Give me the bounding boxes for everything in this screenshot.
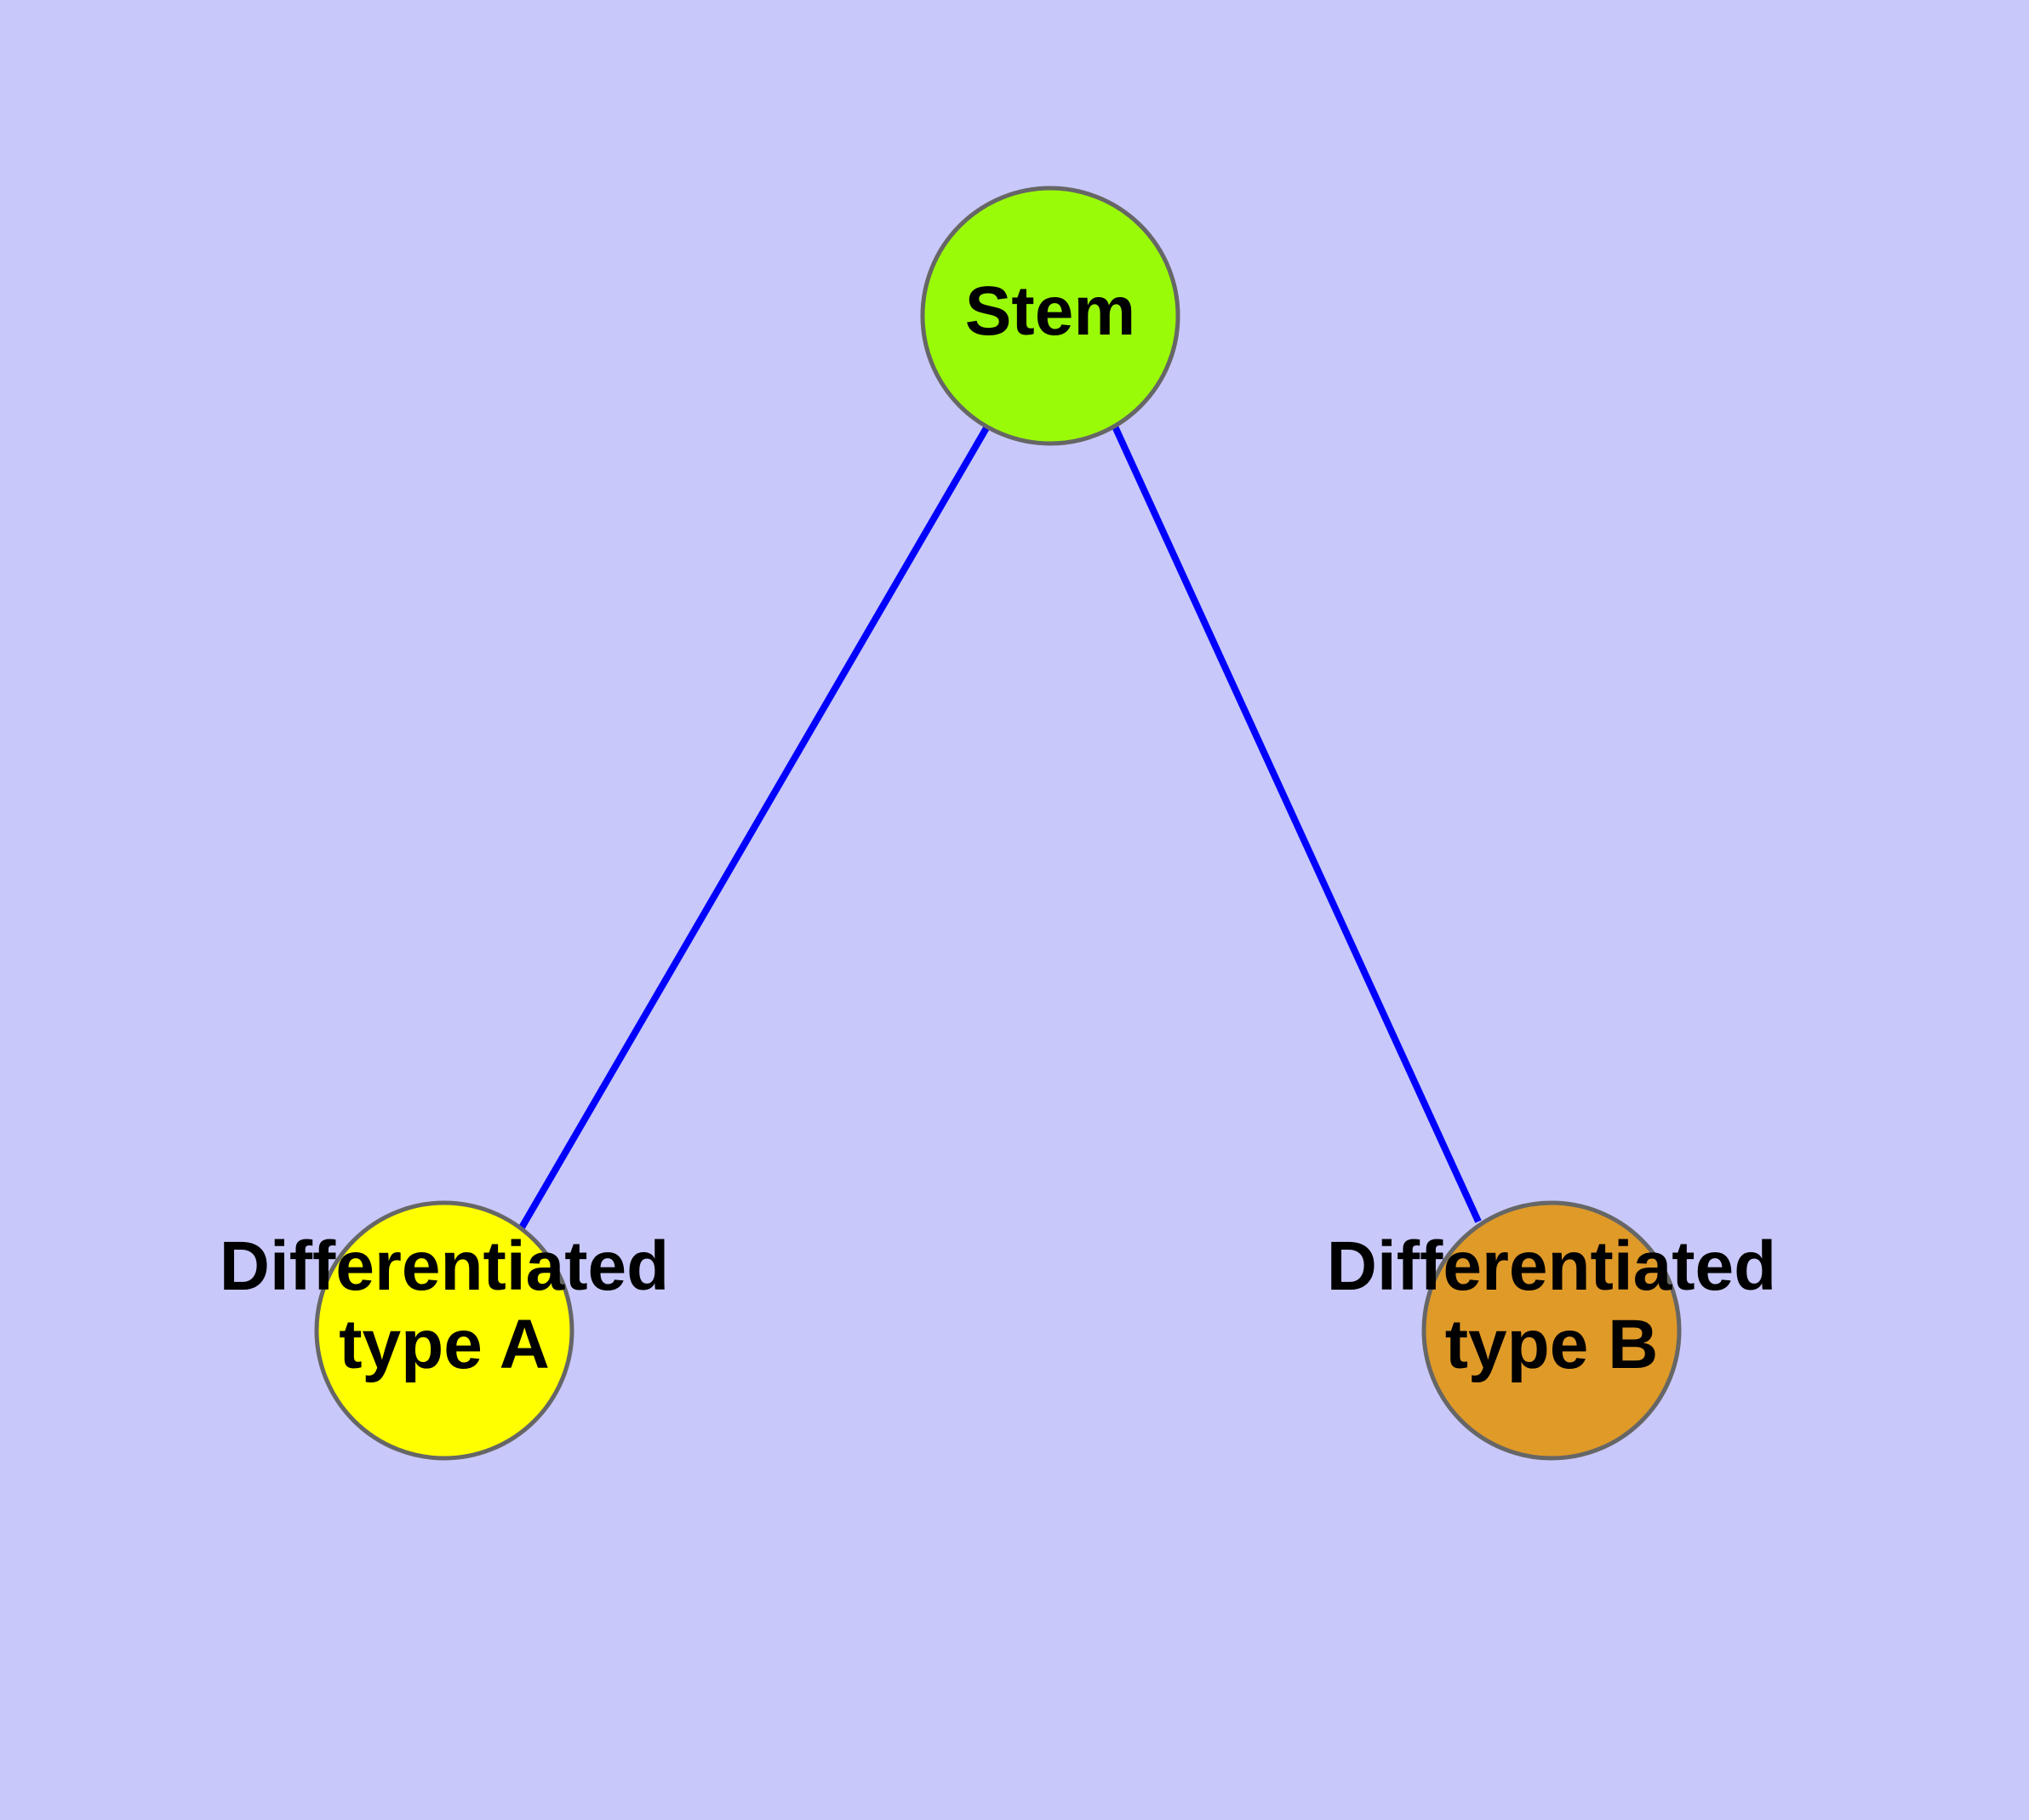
edge-stem-to-differentiated-type-a[interactable] (518, 424, 991, 1230)
node-stem-label: Stem (965, 272, 1136, 350)
node-layer (314, 186, 1682, 1461)
node-stem[interactable] (920, 186, 1180, 446)
edge-layer (518, 424, 1482, 1230)
node-differentiated-type-a-circle[interactable] (314, 1200, 574, 1461)
node-differentiated-type-b[interactable] (1421, 1200, 1682, 1461)
node-differentiated-type-b-circle[interactable] (1421, 1200, 1682, 1461)
node-differentiated-type-a[interactable] (314, 1200, 574, 1461)
edge-stem-to-differentiated-type-b[interactable] (1112, 425, 1482, 1223)
node-stem-circle[interactable] (920, 186, 1180, 446)
